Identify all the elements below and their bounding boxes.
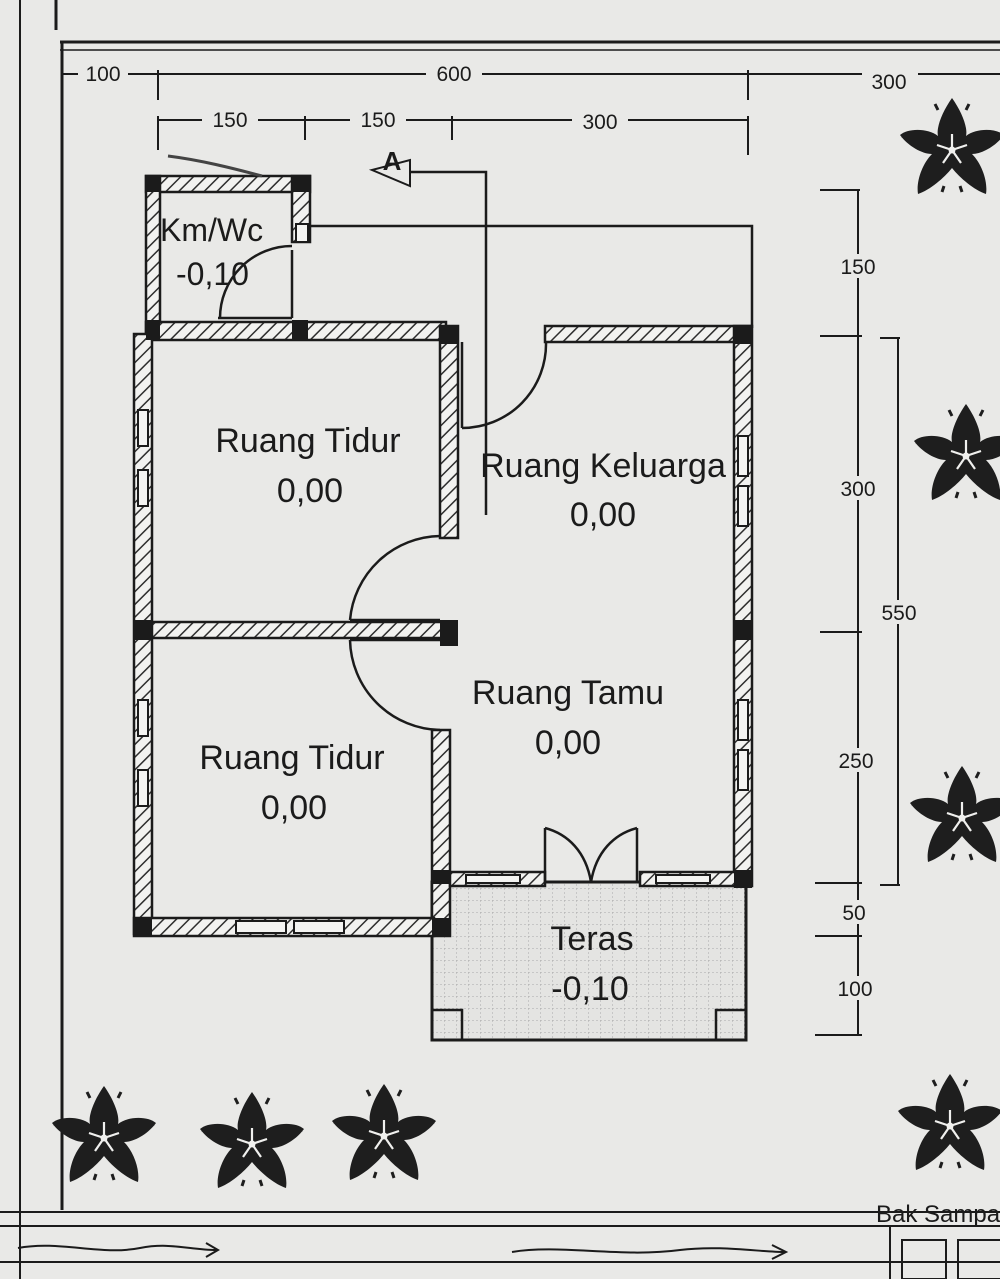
- room-tamu-name: Ruang Tamu: [472, 674, 664, 712]
- dim-bg: [838, 900, 872, 924]
- room-teras-level: -0,10: [551, 970, 629, 1008]
- door-swing-icon: [543, 826, 639, 883]
- wall-columns: [134, 176, 752, 936]
- dim-bg: [832, 976, 878, 1000]
- door-swing-icon: [348, 638, 441, 732]
- dim-right-50: 50: [842, 902, 865, 925]
- windows: [137, 223, 749, 934]
- section-label: A: [383, 146, 402, 176]
- room-tidur-top-level: 0,00: [277, 472, 343, 510]
- room-kmwc-level: -0,10: [176, 256, 249, 292]
- dim-right-550: 550: [881, 602, 916, 625]
- dim-bg: [78, 64, 128, 84]
- dim-bg: [838, 254, 878, 278]
- room-keluarga-level: 0,00: [570, 496, 636, 534]
- teras-floor: [430, 880, 748, 1042]
- room-tidur-bottom-name: Ruang Tidur: [199, 739, 384, 777]
- room-labels: Km/Wc -0,10 Ruang Tidur 0,00 Ruang Kelua…: [160, 212, 726, 1008]
- dim-sub-300: 300: [582, 111, 617, 134]
- dim-right-150: 150: [840, 256, 875, 279]
- dim-bg: [572, 112, 628, 132]
- bathroom-roof-mark: [167, 154, 263, 178]
- door-swing-icon: [218, 244, 294, 320]
- dim-right-300: 300: [840, 478, 875, 501]
- room-keluarga-name: Ruang Keluarga: [480, 447, 726, 485]
- doors: [218, 244, 639, 883]
- dim-bg: [202, 110, 258, 130]
- flow-arrow-icon: [511, 1247, 785, 1254]
- dim-top-100: 100: [85, 63, 120, 86]
- dim-top-600: 600: [436, 63, 471, 86]
- tree-symbol-icon: [912, 402, 1000, 502]
- dim-bg: [862, 72, 918, 92]
- teras-column-right: [714, 1008, 748, 1042]
- dim-bg: [426, 64, 482, 84]
- dim-sub-150-b: 150: [360, 109, 395, 132]
- dim-right-250: 250: [838, 750, 873, 773]
- room-tamu-level: 0,00: [535, 724, 601, 762]
- room-teras-name: Teras: [550, 920, 633, 958]
- dim-sub-150-a: 150: [212, 109, 247, 132]
- door-swing-icon: [460, 341, 548, 430]
- tree-symbol-icon: [898, 96, 1000, 196]
- teras-column-left: [430, 1008, 464, 1042]
- flow-arrow-icon: [17, 1244, 217, 1252]
- door-swing-icon: [348, 534, 441, 622]
- dim-bg: [350, 110, 406, 130]
- dim-bg: [834, 748, 880, 772]
- dim-bg: [876, 600, 924, 624]
- room-tidur-bottom-level: 0,00: [261, 789, 327, 827]
- tree-symbol-icon: [198, 1090, 306, 1190]
- room-kmwc-name: Km/Wc: [160, 212, 263, 248]
- tree-symbol-icon: [330, 1082, 438, 1182]
- drainage-arrows: [17, 1226, 1000, 1279]
- dim-top-300-right: 300: [871, 71, 906, 94]
- tree-symbol-icon: [908, 764, 1000, 864]
- upper-area-outline: [310, 224, 754, 328]
- section-marker: A: [368, 146, 488, 515]
- dim-bg: [838, 476, 878, 500]
- tree-symbol-icon: [50, 1084, 158, 1184]
- room-tidur-top-name: Ruang Tidur: [215, 422, 400, 460]
- dim-right-100: 100: [837, 978, 872, 1001]
- tree-symbol-icon: [896, 1072, 1000, 1172]
- bak-sampah-label: Bak Sampa: [876, 1201, 1000, 1228]
